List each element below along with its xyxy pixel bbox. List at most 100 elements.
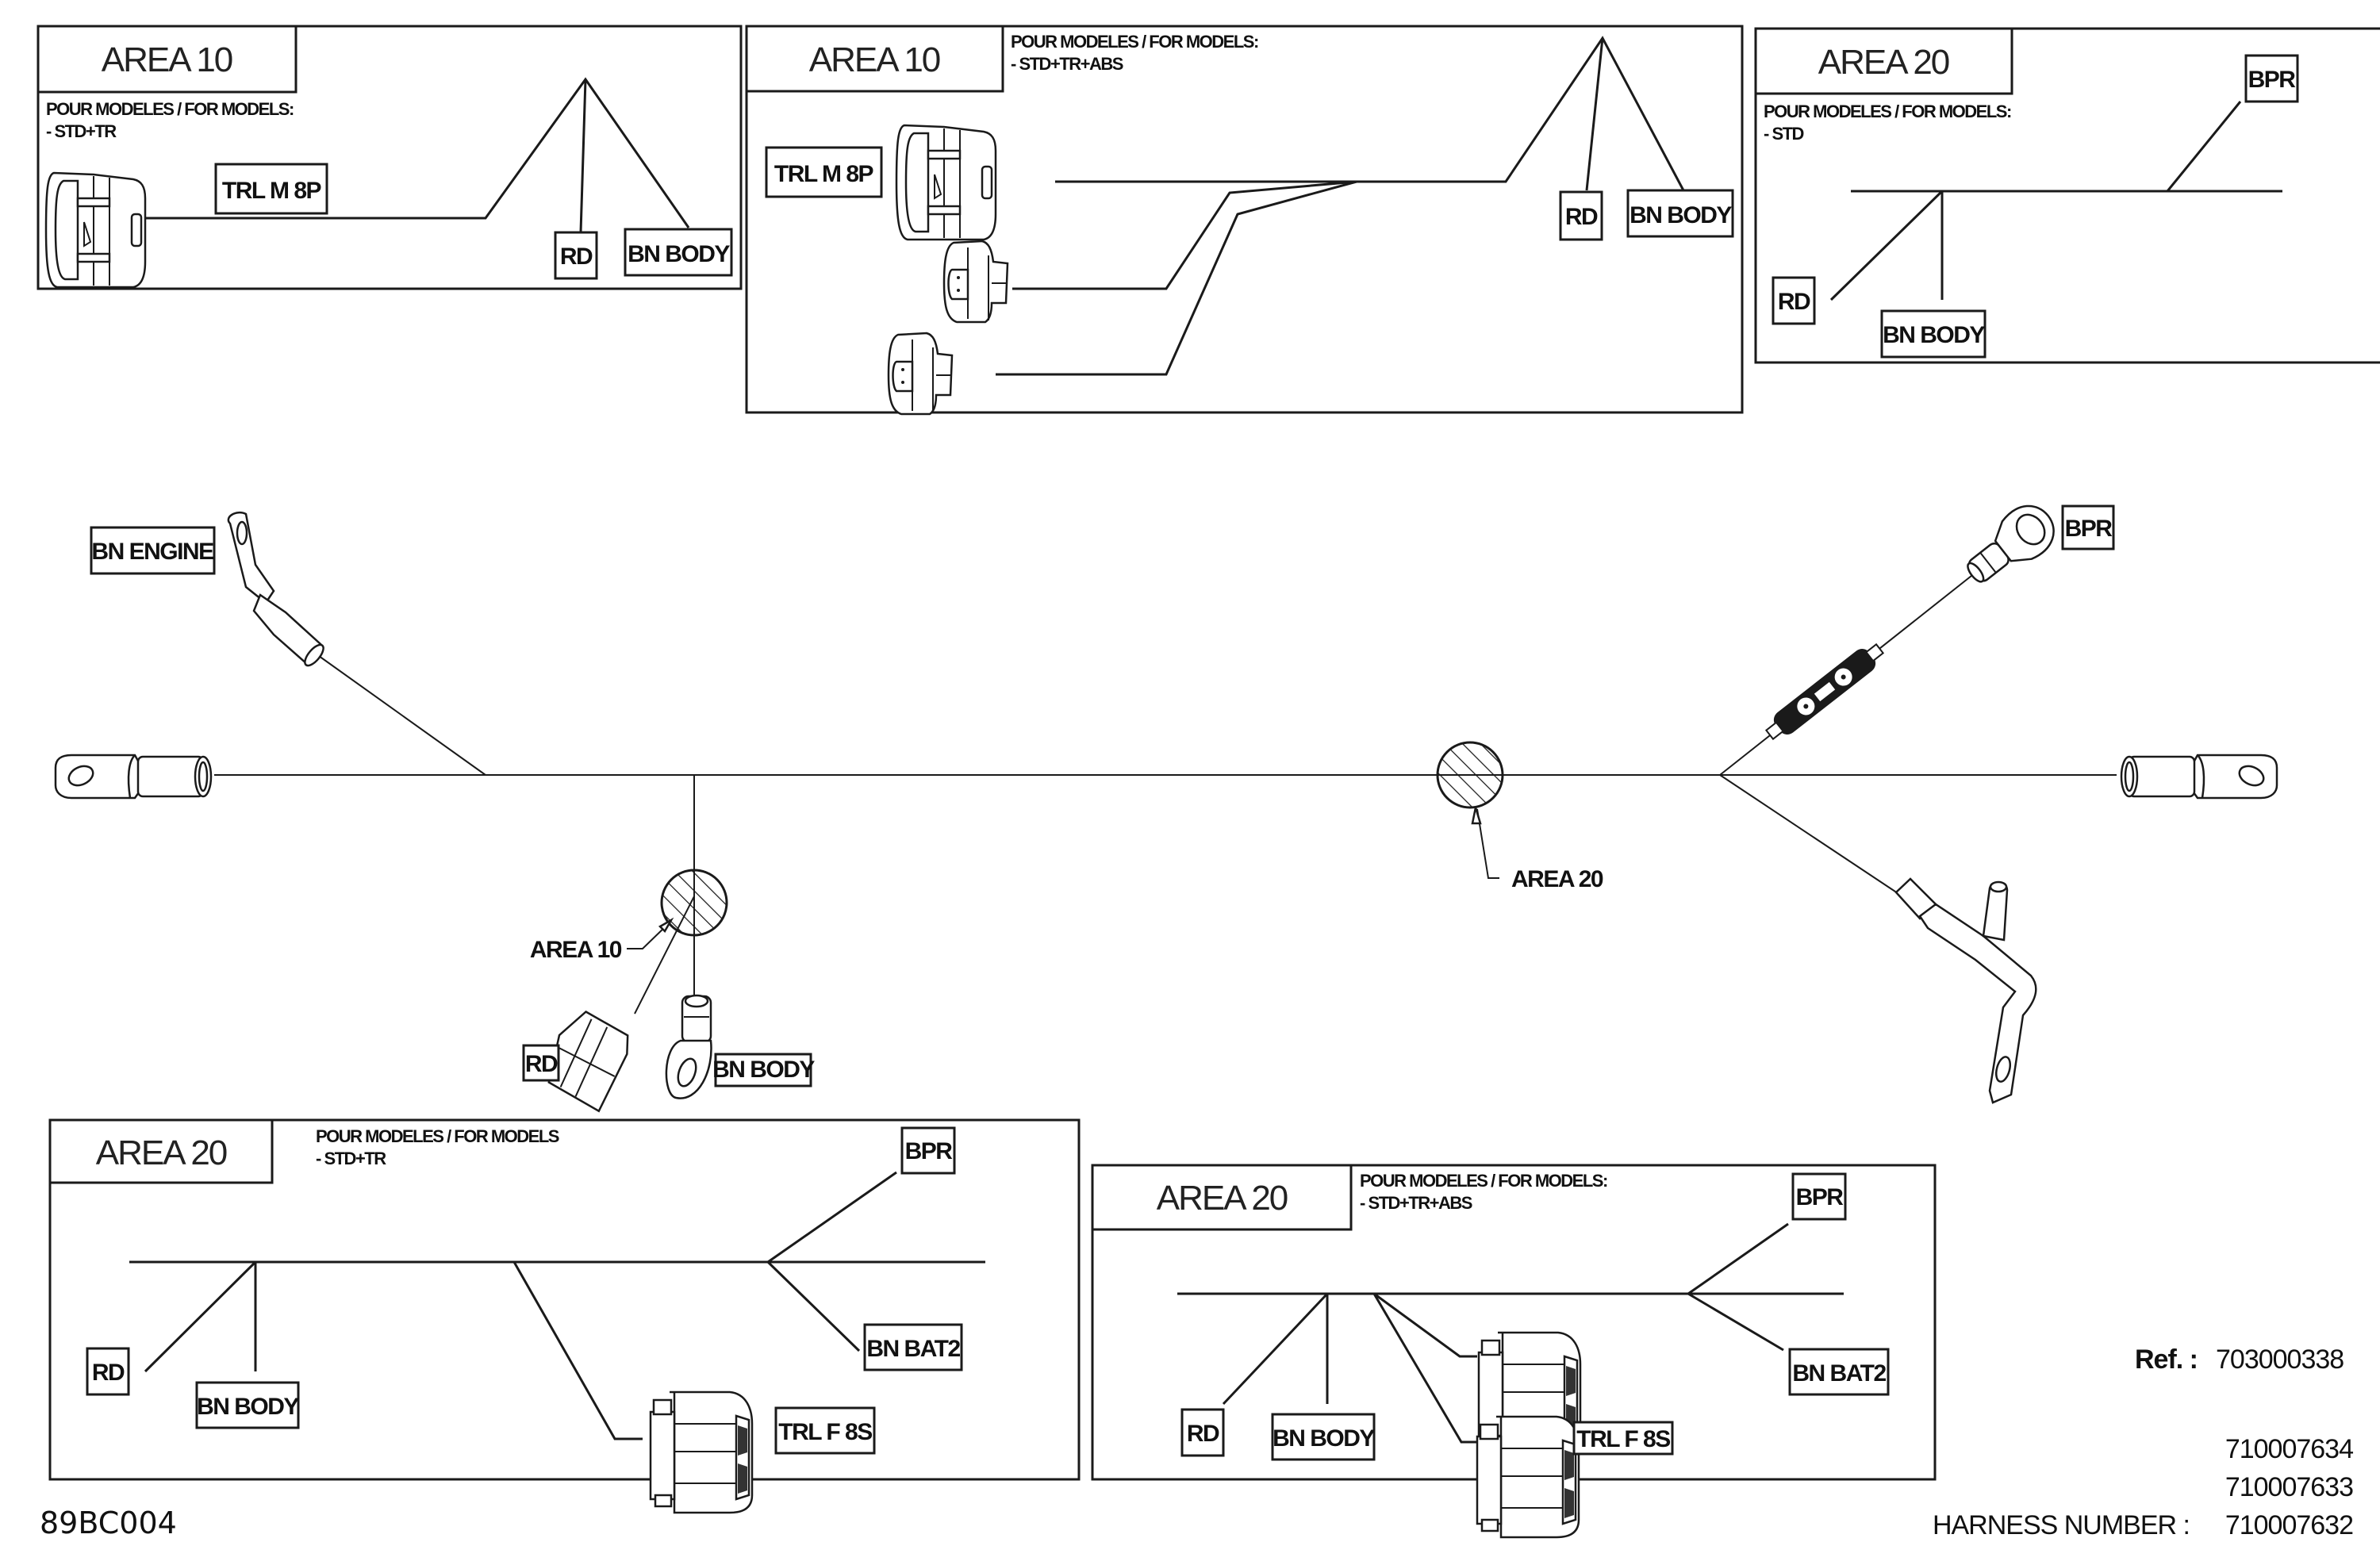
label-box: [1626, 189, 1734, 238]
wire: [767, 1171, 897, 1264]
arrow-icon: [658, 917, 674, 934]
area-title-box: [745, 25, 1004, 93]
area-title: AREA 20: [1157, 1179, 1288, 1218]
detail-top-middle: AREA 10 POUR MODELES / FOR MODELS: - STD…: [745, 25, 1744, 416]
label-bn-body: BN BODY: [1273, 1425, 1375, 1452]
label-rd: RD: [560, 244, 593, 270]
area10-callout: AREA 10: [530, 937, 622, 963]
label-rd: RD: [1187, 1421, 1219, 1447]
label-bn-body: BN BODY: [628, 241, 730, 267]
battery-bracket-terminal-icon: [1894, 877, 2037, 1104]
models-list: - STD+TR: [46, 121, 117, 141]
area-title-box: [36, 25, 298, 94]
label-box: [1791, 1172, 1847, 1221]
trl-m-8p-connector-icon: [44, 171, 147, 289]
area-title-box: [1754, 27, 2013, 95]
wire: [1687, 1292, 1784, 1352]
ring-lug-right-icon: [2120, 754, 2278, 800]
wire: [1687, 1222, 1789, 1295]
label-bpr: BPR: [2065, 516, 2113, 542]
drawing-code: 89BC004: [40, 1506, 177, 1540]
label-bn-bat2: BN BAT2: [866, 1336, 960, 1362]
label-box: [1559, 190, 1603, 241]
ref-number: 703000338: [2216, 1344, 2344, 1375]
label-bpr: BPR: [905, 1138, 954, 1164]
label-trl-f-8s: TRL F 8S: [1576, 1426, 1670, 1452]
models-heading: POUR MODELES / FOR MODELS:: [1360, 1171, 1607, 1191]
wire: [145, 77, 690, 228]
wire-bat-bracket: [1719, 774, 1901, 896]
label-bpr: BPR: [2248, 67, 2297, 93]
wire: [1829, 190, 1944, 301]
main-harness: BN ENGINE AREA 10 RD BN BODY AREA 20: [54, 504, 2278, 1113]
models-heading: POUR MODELES / FOR MODELS: [316, 1126, 559, 1146]
wire: [1585, 37, 1604, 191]
wire: [766, 1260, 861, 1352]
wire: [996, 180, 1357, 376]
area20-marker[interactable]: [1436, 741, 1504, 809]
label-bn-engine: BN ENGINE: [91, 539, 213, 565]
ref-label: Ref. :: [2135, 1344, 2198, 1375]
detail-bottom-middle: AREA 20 POUR MODELES / FOR MODELS: - STD…: [1091, 1164, 1937, 1539]
rd-connector-icon: [547, 1010, 629, 1113]
label-box: [214, 163, 328, 215]
wire: [1055, 36, 1685, 191]
label-bn-bat2: BN BAT2: [1792, 1360, 1886, 1387]
area10-leader: [627, 923, 669, 949]
label-box: [2061, 504, 2115, 550]
detail-top-left: AREA 10 POUR MODELES / FOR MODELS: - STD…: [36, 25, 743, 290]
bn-engine-lug-icon: [227, 511, 324, 667]
label-box: [714, 1053, 812, 1087]
label-box: [554, 231, 598, 280]
area20-leader: [1476, 808, 1499, 879]
label-box: [2244, 54, 2299, 103]
detail-top-right: AREA 20 POUR MODELES / FOR MODELS: - STD…: [1754, 27, 2380, 364]
label-box: [1880, 309, 1987, 359]
label-rd: RD: [92, 1360, 125, 1386]
wire: [1372, 1293, 1477, 1444]
label-bn-body: BN BODY: [1630, 202, 1732, 228]
label-bpr: BPR: [1796, 1184, 1844, 1210]
label-box: [863, 1323, 963, 1371]
bn-body-ring-terminal-icon: [665, 994, 712, 1099]
label-box: [624, 228, 733, 277]
trl-m-8p-connector-icon: [895, 124, 997, 241]
wire: [1373, 1292, 1477, 1358]
models-heading: POUR MODELES / FOR MODELS:: [1764, 102, 2011, 121]
label-box: [765, 146, 883, 198]
label-trl-m-8p: TRL M 8P: [222, 178, 321, 204]
models-heading: POUR MODELES / FOR MODELS:: [1011, 32, 1258, 52]
area-title: AREA 10: [809, 40, 940, 79]
area20-callout: AREA 20: [1511, 866, 1603, 892]
label-bn-body: BN BODY: [1883, 322, 1985, 348]
area10-marker[interactable]: [660, 869, 728, 937]
label-box: [1271, 1413, 1376, 1461]
label-box: [900, 1126, 956, 1175]
label-bn-body: BN BODY: [197, 1394, 299, 1420]
wire: [579, 79, 587, 233]
label-box: [86, 1347, 130, 1396]
label-box: [774, 1406, 876, 1455]
harness-number: 710007632: [2225, 1510, 2353, 1540]
wire: [2166, 101, 2242, 192]
label-bn-body: BN BODY: [712, 1057, 815, 1083]
trl-f-8s-connector-icon: [649, 1390, 754, 1514]
wire: [512, 1261, 643, 1440]
label-box: [1180, 1408, 1225, 1457]
models-list: - STD+TR: [316, 1149, 386, 1168]
area-title: AREA 10: [102, 40, 232, 79]
fuse-holder-icon: [1764, 642, 1885, 741]
area-title-box: [48, 1118, 274, 1184]
models-list: - STD+TR+ABS: [1360, 1193, 1472, 1213]
label-box: [90, 526, 216, 575]
reference-block: Ref. : 703000338 710007634 710007633 710…: [1933, 1344, 2354, 1540]
models-list: - STD: [1764, 124, 1804, 144]
wire: [1012, 180, 1357, 290]
trl-f-8s-connector-icon: [1476, 1415, 1580, 1539]
harness-number: 710007634: [2225, 1434, 2353, 1464]
label-box: [1788, 1348, 1890, 1396]
area-title: AREA 20: [96, 1133, 227, 1172]
harness-number-label: HARNESS NUMBER :: [1933, 1510, 2190, 1540]
